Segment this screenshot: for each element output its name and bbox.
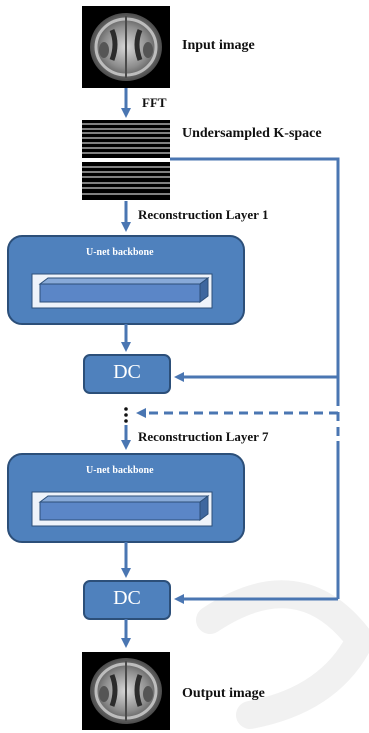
dc-label-1: DC bbox=[113, 361, 141, 383]
output-image-label: Output image bbox=[182, 686, 265, 701]
watermark-logo bbox=[196, 580, 369, 729]
fft-label: FFT bbox=[142, 95, 167, 110]
kspace-image bbox=[82, 120, 170, 200]
kspace-feedback-lines bbox=[136, 157, 340, 604]
unet-backbone-title-1: U-net backbone bbox=[86, 247, 154, 258]
input-image bbox=[82, 6, 170, 88]
kspace-label: Undersampled K-space bbox=[182, 126, 322, 141]
output-image bbox=[82, 652, 170, 730]
unet-block-1 bbox=[7, 235, 245, 325]
unet-backbone-title-7: U-net backbone bbox=[86, 465, 154, 476]
dc-block-1 bbox=[83, 354, 171, 394]
ellipsis-dots bbox=[124, 407, 128, 423]
input-image-label: Input image bbox=[182, 38, 255, 53]
unet-block-7 bbox=[7, 453, 245, 543]
layer1-label: Reconstruction Layer 1 bbox=[138, 207, 269, 222]
layer7-label: Reconstruction Layer 7 bbox=[138, 429, 269, 444]
dc-label-7: DC bbox=[113, 587, 141, 609]
